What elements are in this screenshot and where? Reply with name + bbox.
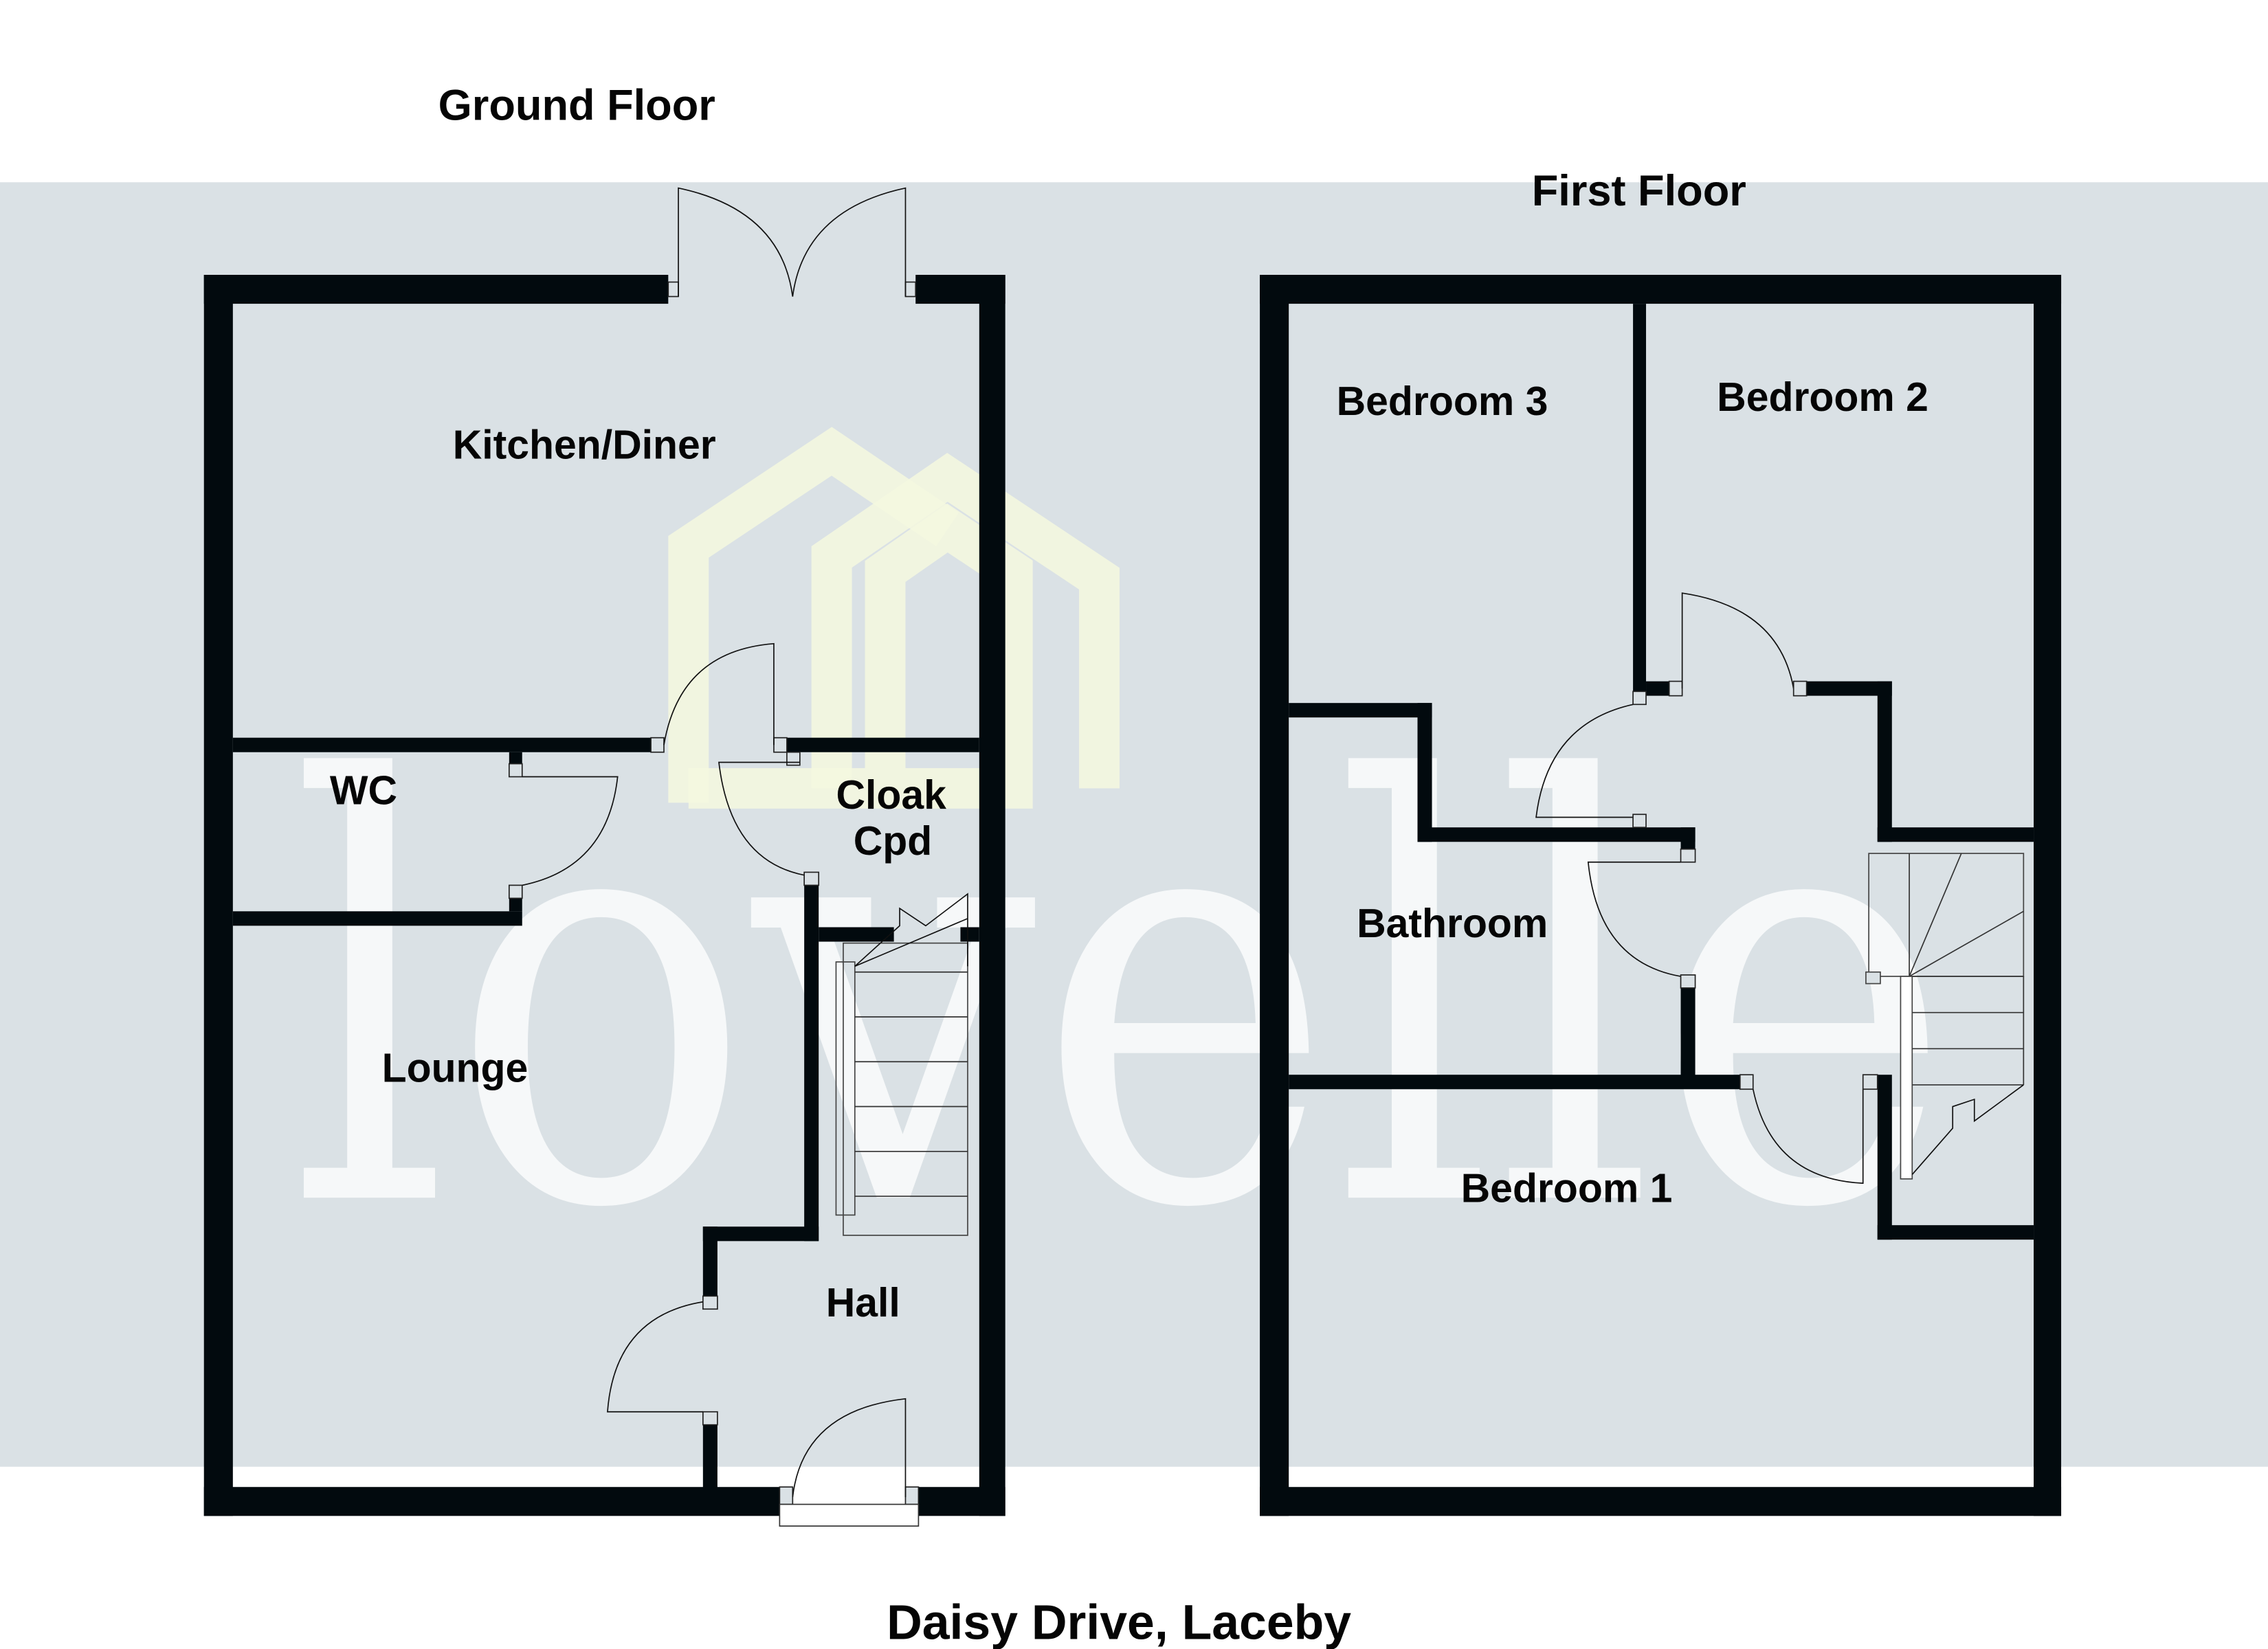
room-label-cpd: Cpd — [854, 819, 933, 864]
first-floor-title: First Floor — [1532, 167, 1746, 215]
first-floor-stairs — [1865, 853, 2025, 1180]
room-label-wc: WC — [330, 769, 397, 814]
room-label-hall: Hall — [826, 1281, 900, 1325]
ground-floor-plan: Kitchen/Diner WC Cloak Cpd Lounge Hall — [203, 187, 1005, 1527]
room-label-cloak: Cloak — [836, 773, 946, 818]
ground-floor-title: Ground Floor — [438, 82, 715, 130]
ground-floor-stairs — [835, 893, 968, 1236]
room-label-bathroom: Bathroom — [1357, 901, 1548, 946]
first-floor-plan: Bedroom 3 Bedroom 2 Bathroom Bedroom 1 — [1260, 275, 2062, 1516]
watermark-text: lovelle — [289, 660, 1953, 1334]
property-caption: Daisy Drive, Laceby — [887, 1595, 1351, 1649]
room-label-bedroom-2: Bedroom 2 — [1717, 375, 1928, 420]
room-label-kitchen-diner: Kitchen/Diner — [453, 423, 716, 467]
room-label-bedroom-1: Bedroom 1 — [1461, 1166, 1673, 1211]
room-label-lounge: Lounge — [382, 1046, 529, 1091]
room-label-bedroom-3: Bedroom 3 — [1337, 379, 1548, 424]
